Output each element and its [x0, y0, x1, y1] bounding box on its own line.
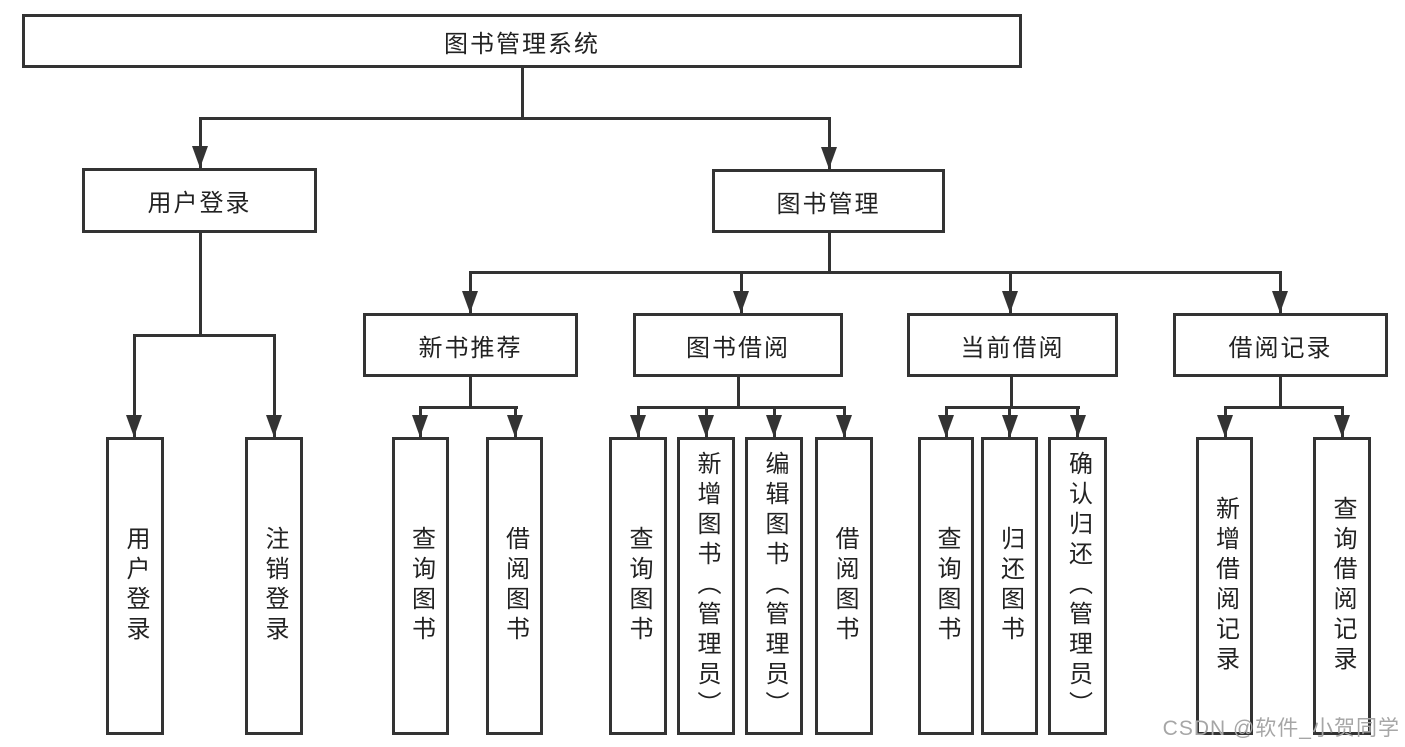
leaf-query-borrow-record: 查询借阅记录 — [1313, 437, 1371, 735]
arrowhead-down-icon — [766, 415, 782, 437]
connector-line — [520, 68, 524, 118]
connector-line — [1009, 377, 1013, 407]
connector-line — [468, 270, 1282, 274]
connector-line — [272, 335, 276, 437]
connector-line — [1223, 405, 1344, 409]
arrowhead-down-icon — [462, 291, 478, 313]
arrowhead-down-icon — [1272, 291, 1288, 313]
arrowhead-down-icon — [126, 415, 142, 437]
leaf-query-books-current: 查询图书 — [918, 437, 974, 735]
leaf-borrow-books: 借阅图书 — [815, 437, 873, 735]
connector-line — [468, 377, 472, 407]
leaf-logout: 注销登录 — [245, 437, 303, 735]
connector-line — [827, 118, 831, 169]
leaf-edit-books-admin: 编辑图书（管理员） — [745, 437, 803, 735]
arrowhead-down-icon — [698, 415, 714, 437]
node-user-login: 用户登录 — [82, 168, 317, 233]
connector-line — [132, 333, 276, 337]
arrowhead-down-icon — [821, 147, 837, 169]
arrowhead-down-icon — [1001, 415, 1018, 437]
connector-line — [198, 116, 831, 120]
arrowhead-down-icon — [938, 415, 954, 437]
arrowhead-down-icon — [836, 415, 852, 437]
arrowhead-down-icon — [1334, 415, 1350, 437]
connector-line — [418, 405, 518, 409]
connector-line — [827, 233, 831, 272]
leaf-add-borrow-record: 新增借阅记录 — [1196, 437, 1253, 735]
arrowhead-down-icon — [630, 415, 646, 437]
arrowhead-down-icon — [507, 415, 523, 437]
node-book-management: 图书管理 — [712, 169, 945, 233]
arrowhead-down-icon — [733, 291, 749, 313]
arrowhead-down-icon — [1069, 415, 1086, 437]
node-borrowing-records: 借阅记录 — [1173, 313, 1388, 377]
connector-line — [198, 233, 202, 335]
node-root-library-system: 图书管理系统 — [22, 14, 1022, 68]
node-book-borrowing: 图书借阅 — [633, 313, 843, 377]
arrowhead-down-icon — [412, 415, 428, 437]
leaf-query-books-recommend: 查询图书 — [392, 437, 449, 735]
arrowhead-down-icon — [1002, 291, 1018, 313]
connector-line — [736, 377, 740, 407]
node-new-book-recommend: 新书推荐 — [363, 313, 578, 377]
connector-line — [944, 405, 1080, 409]
leaf-query-books-borrowing: 查询图书 — [609, 437, 667, 735]
connector-line — [1278, 377, 1282, 407]
leaf-add-books-admin: 新增图书（管理员） — [677, 437, 735, 735]
csdn-watermark: CSDN @软件_小贺同学 — [1162, 717, 1400, 740]
connector-line — [636, 405, 846, 409]
leaf-user-login: 用户登录 — [106, 437, 164, 735]
arrowhead-down-icon — [266, 415, 282, 437]
leaf-return-books: 归还图书 — [981, 437, 1038, 735]
connector-line — [198, 118, 202, 168]
leaf-confirm-return-admin: 确认归还（管理员） — [1048, 437, 1107, 735]
arrowhead-down-icon — [1217, 415, 1233, 437]
arrowhead-down-icon — [192, 146, 208, 168]
connector-line — [132, 335, 136, 437]
node-current-borrowing: 当前借阅 — [907, 313, 1118, 377]
leaf-borrow-books-recommend: 借阅图书 — [486, 437, 543, 735]
